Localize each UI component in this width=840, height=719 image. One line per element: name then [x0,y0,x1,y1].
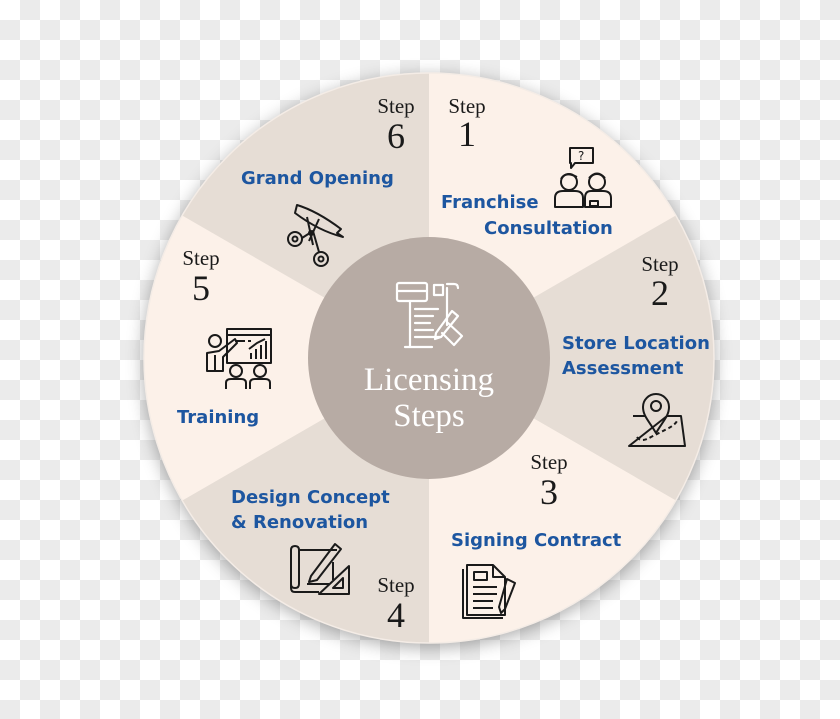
center-title: Licensing Steps [309,362,549,434]
blueprint-design-icon [290,543,350,595]
step-3-label-line-1: Signing Contract [451,530,622,551]
step-6-label-line-1: Grand Opening [241,168,394,189]
step-1-label-line-1: Franchise [441,192,539,213]
center-title-line-2: Steps [393,398,465,434]
step-6-word: Step [377,94,415,118]
step-5-number: 5 [192,268,210,308]
step-4-number: 4 [387,595,405,635]
step-2-number: 2 [651,273,669,313]
consultation-people-icon: ? [554,147,612,208]
contract-signing-icon [462,564,516,619]
step-5-label-line-1: Training [177,407,260,428]
segment-step-2 [429,215,714,501]
map-pin-icon [628,393,686,447]
document-pen-icon [395,281,464,349]
step-3-word: Step [530,450,568,474]
step-2-label-line-1: Store Location [562,333,710,354]
step-3-number: 3 [540,472,558,512]
step-1-label-line-2: Consultation [484,218,613,239]
step-1-number: 1 [458,114,476,154]
center-circle [308,237,550,479]
step-2-word: Step [641,252,679,276]
step-6-number: 6 [387,116,405,156]
center-title-line-1: Licensing [363,362,495,398]
step-2-label-line-2: Assessment [562,358,684,379]
step-4-label-line-2: & Renovation [231,512,369,533]
segment-step-5 [144,215,430,501]
step-5-word: Step [182,246,220,270]
presentation-training-icon [206,328,272,389]
step-1-word: Step [448,94,486,118]
step-4-word: Step [377,573,415,597]
svg-text:?: ? [578,149,584,163]
step-4-label-line-1: Design Concept [231,487,390,508]
ribbon-scissors-icon [287,204,344,267]
